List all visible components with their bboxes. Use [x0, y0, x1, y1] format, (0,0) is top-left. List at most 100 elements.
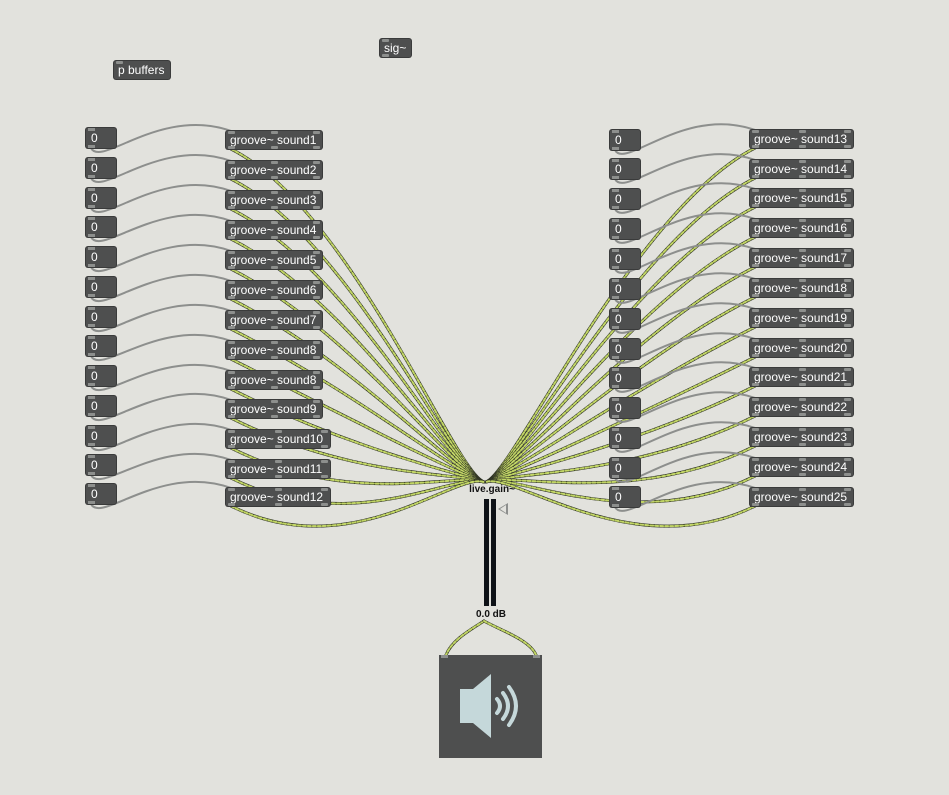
groove-object-left-5[interactable]: groove~ sound5: [226, 251, 322, 269]
outlet-2[interactable]: [799, 324, 806, 327]
number-box-right-13[interactable]: 0: [610, 487, 640, 507]
outlet-3[interactable]: [313, 415, 320, 418]
inlet-3[interactable]: [313, 371, 320, 374]
number-box-right-6[interactable]: 0: [610, 279, 640, 299]
outlet[interactable]: [88, 443, 95, 446]
inlet-3[interactable]: [844, 398, 851, 401]
inlet[interactable]: [88, 277, 95, 280]
inlet-3[interactable]: [844, 339, 851, 342]
inlet-3[interactable]: [313, 191, 320, 194]
outlet-1[interactable]: [228, 326, 235, 329]
groove-object-right-12[interactable]: groove~ sound24: [750, 458, 853, 476]
inlet-2[interactable]: [271, 251, 278, 254]
inlet[interactable]: [116, 61, 123, 64]
outlet[interactable]: [612, 266, 619, 269]
outlet-3[interactable]: [844, 473, 851, 476]
inlet-2[interactable]: [275, 430, 282, 433]
outlet-2[interactable]: [271, 146, 278, 149]
outlet-1[interactable]: [228, 503, 235, 506]
inlet-1[interactable]: [752, 458, 759, 461]
outlet-3[interactable]: [844, 294, 851, 297]
outlet-1[interactable]: [228, 266, 235, 269]
inlet-2[interactable]: [275, 460, 282, 463]
outlet-1[interactable]: [228, 176, 235, 179]
inlet-3[interactable]: [844, 219, 851, 222]
number-box-left-3[interactable]: 0: [86, 188, 116, 208]
inlet-2[interactable]: [271, 341, 278, 344]
outlet-3[interactable]: [313, 176, 320, 179]
inlet-1[interactable]: [228, 311, 235, 314]
number-box-left-5[interactable]: 0: [86, 247, 116, 267]
number-box-right-5[interactable]: 0: [610, 249, 640, 269]
outlet-3[interactable]: [844, 204, 851, 207]
inlet-1[interactable]: [228, 251, 235, 254]
outlet-1[interactable]: [228, 146, 235, 149]
outlet-3[interactable]: [313, 146, 320, 149]
outlet[interactable]: [88, 324, 95, 327]
outlet-3[interactable]: [313, 236, 320, 239]
inlet-1[interactable]: [752, 189, 759, 192]
number-box-left-12[interactable]: 0: [86, 455, 116, 475]
groove-object-left-13[interactable]: groove~ sound12: [226, 488, 330, 506]
outlet-2[interactable]: [275, 475, 282, 478]
outlet-1[interactable]: [228, 445, 235, 448]
outlet[interactable]: [612, 206, 619, 209]
outlet[interactable]: [88, 175, 95, 178]
outlet[interactable]: [612, 445, 619, 448]
outlet[interactable]: [612, 415, 619, 418]
inlet[interactable]: [88, 307, 95, 310]
outlet-2[interactable]: [275, 445, 282, 448]
outlet-3[interactable]: [844, 175, 851, 178]
outlet-1[interactable]: [752, 354, 759, 357]
number-box-right-9[interactable]: 0: [610, 368, 640, 388]
outlet-1[interactable]: [752, 175, 759, 178]
inlet-1[interactable]: [752, 368, 759, 371]
groove-object-left-7[interactable]: groove~ sound7: [226, 311, 322, 329]
outlet-1[interactable]: [752, 264, 759, 267]
number-box-left-13[interactable]: 0: [86, 484, 116, 504]
inlet-2[interactable]: [275, 488, 282, 491]
groove-object-right-4[interactable]: groove~ sound16: [750, 219, 853, 237]
inlet-2[interactable]: [271, 281, 278, 284]
groove-object-right-9[interactable]: groove~ sound21: [750, 368, 853, 386]
inlet-1[interactable]: [228, 281, 235, 284]
groove-object-left-1[interactable]: groove~ sound1: [226, 131, 322, 149]
groove-object-left-4[interactable]: groove~ sound4: [226, 221, 322, 239]
inlet-3[interactable]: [321, 488, 328, 491]
inlet[interactable]: [612, 219, 619, 222]
inlet-3[interactable]: [313, 251, 320, 254]
inlet-3[interactable]: [844, 428, 851, 431]
inlet[interactable]: [88, 247, 95, 250]
groove-object-left-8[interactable]: groove~ sound8: [226, 341, 322, 359]
inlet-2[interactable]: [271, 191, 278, 194]
outlet-1[interactable]: [752, 204, 759, 207]
outlet-2[interactable]: [271, 415, 278, 418]
inlet[interactable]: [612, 487, 619, 490]
inlet-1[interactable]: [752, 249, 759, 252]
outlet[interactable]: [612, 385, 619, 388]
outlet-2[interactable]: [271, 386, 278, 389]
groove-object-right-5[interactable]: groove~ sound17: [750, 249, 853, 267]
outlet[interactable]: [612, 326, 619, 329]
inlet[interactable]: [612, 189, 619, 192]
outlet[interactable]: [88, 501, 95, 504]
outlet[interactable]: [612, 504, 619, 507]
number-box-left-9[interactable]: 0: [86, 366, 116, 386]
inlet[interactable]: [612, 339, 619, 342]
inlet-2[interactable]: [799, 428, 806, 431]
inlet-2[interactable]: [271, 161, 278, 164]
inlet-2[interactable]: [799, 279, 806, 282]
outlet-3[interactable]: [844, 413, 851, 416]
number-box-left-7[interactable]: 0: [86, 307, 116, 327]
outlet[interactable]: [88, 264, 95, 267]
groove-object-left-9[interactable]: groove~ sound8: [226, 371, 322, 389]
inlet-1[interactable]: [228, 221, 235, 224]
outlet-3[interactable]: [844, 383, 851, 386]
outlet[interactable]: [612, 147, 619, 150]
inlet[interactable]: [88, 396, 95, 399]
outlet-3[interactable]: [313, 326, 320, 329]
inlet-3[interactable]: [321, 460, 328, 463]
outlet-2[interactable]: [799, 413, 806, 416]
outlet-3[interactable]: [321, 503, 328, 506]
